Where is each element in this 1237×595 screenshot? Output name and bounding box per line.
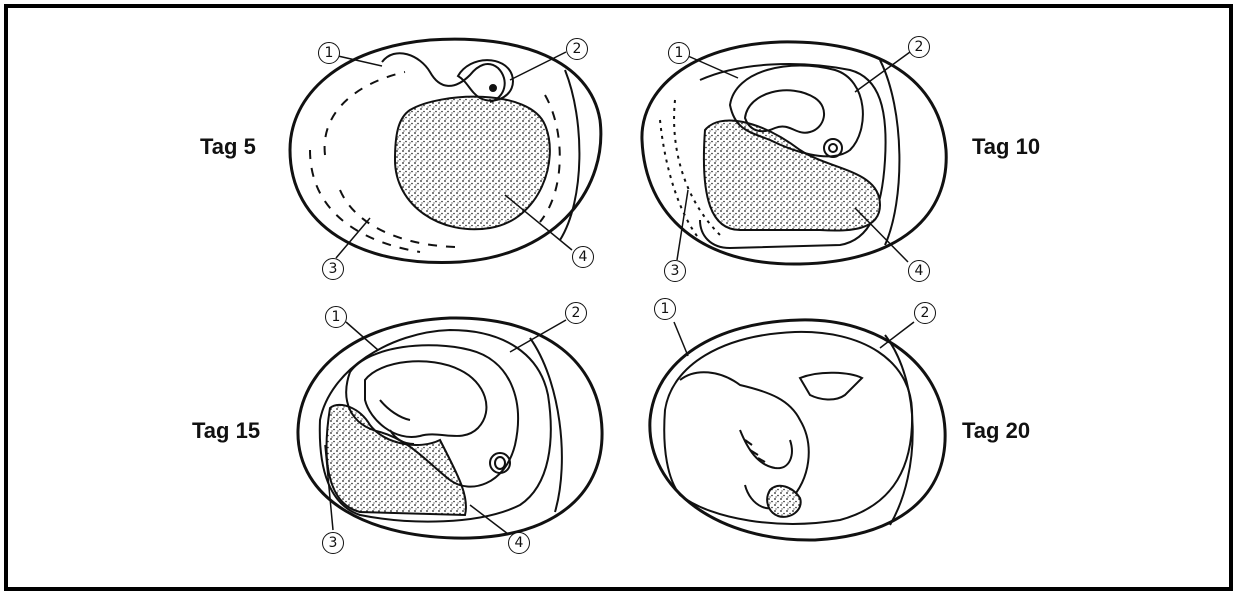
- marker-2-day-5: 2: [566, 38, 588, 60]
- inner-membrane-day-10: [880, 60, 899, 245]
- residual-yolk-day-20: [767, 486, 801, 517]
- leader-2-day-5: [510, 52, 566, 80]
- marker-3-day-15: 3: [322, 532, 344, 554]
- chick-leg-day-20: [740, 430, 792, 468]
- label-day-5: Tag 5: [200, 134, 256, 160]
- marker-1-day-20: 1: [654, 298, 676, 320]
- yolk-sac-day-5: [395, 97, 550, 230]
- marker-4-day-10: 4: [908, 260, 930, 282]
- chick-head-day-20: [800, 373, 862, 400]
- marker-2-day-10: 2: [908, 36, 930, 58]
- egg-day-10: [642, 42, 946, 264]
- marker-1-day-10: 1: [668, 42, 690, 64]
- egg-day-5: [290, 39, 601, 262]
- yolk-sac-day-10: [704, 120, 880, 230]
- marker-1-day-15: 1: [325, 306, 347, 328]
- label-day-15: Tag 15: [192, 418, 260, 444]
- marker-2-day-20: 2: [914, 302, 936, 324]
- label-day-20: Tag 20: [962, 418, 1030, 444]
- leader-1-day-20: [674, 322, 688, 356]
- egg-day-15: [298, 318, 602, 538]
- marker-2-day-15: 2: [565, 302, 587, 324]
- yolk-sac-day-15: [327, 405, 466, 515]
- air-cell-boundary-day-20: [885, 335, 913, 525]
- embryo-day-15: [365, 361, 486, 437]
- eye-day-10: [824, 139, 842, 157]
- egg-day-20: [650, 320, 945, 540]
- marker-3-day-10: 3: [664, 260, 686, 282]
- marker-4-day-5: 4: [572, 246, 594, 268]
- leader-4-day-15: [470, 505, 508, 534]
- label-day-10: Tag 10: [972, 134, 1040, 160]
- marker-3-day-5: 3: [322, 258, 344, 280]
- marker-1-day-5: 1: [318, 42, 340, 64]
- marker-4-day-15: 4: [508, 532, 530, 554]
